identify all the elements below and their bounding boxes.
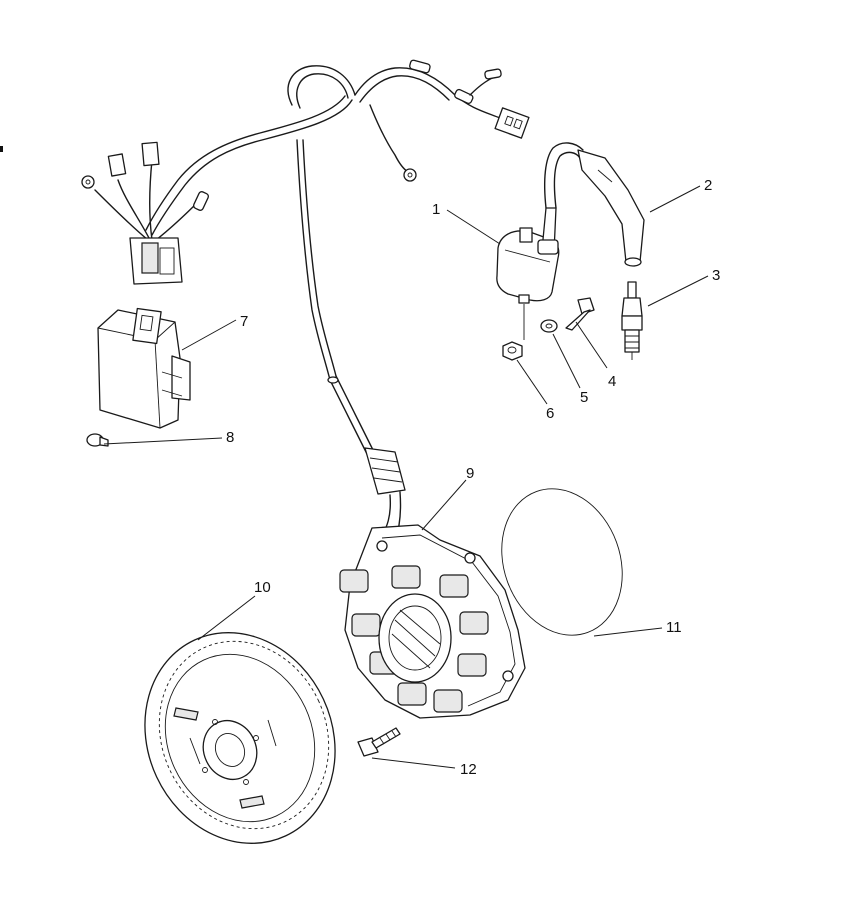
- callout-12: 12: [460, 761, 477, 778]
- callout-8: 8: [226, 429, 234, 446]
- callout-labels: 1 2 3 4 5 6 7 8 9 10 11 12: [226, 177, 720, 778]
- stator-lead: [327, 375, 406, 551]
- flywheel: [144, 632, 336, 844]
- spark-plug: [621, 281, 643, 360]
- bolt-4: [565, 297, 595, 331]
- callout-9: 9: [466, 465, 474, 482]
- callout-2: 2: [704, 177, 712, 194]
- callout-3: 3: [712, 267, 720, 284]
- wiring-harness: [145, 59, 530, 381]
- callout-4: 4: [608, 373, 616, 390]
- ignition-coil: [496, 142, 645, 340]
- leader-lines: [103, 185, 709, 769]
- callout-10: 10: [254, 579, 271, 596]
- cdi-box: [97, 307, 191, 429]
- margin-mark: [0, 146, 3, 152]
- callout-11: 11: [666, 619, 682, 636]
- callout-6: 6: [546, 405, 554, 422]
- stator: [339, 524, 526, 719]
- callout-7: 7: [240, 313, 248, 330]
- nut-6: [502, 341, 523, 361]
- callout-1: 1: [432, 201, 440, 218]
- gasket-ring: [501, 488, 623, 636]
- connector-cluster: [81, 141, 209, 285]
- bolt-12: [357, 727, 401, 757]
- washer-5: [540, 319, 558, 333]
- stator-coils: [339, 565, 489, 713]
- callout-5: 5: [580, 389, 588, 406]
